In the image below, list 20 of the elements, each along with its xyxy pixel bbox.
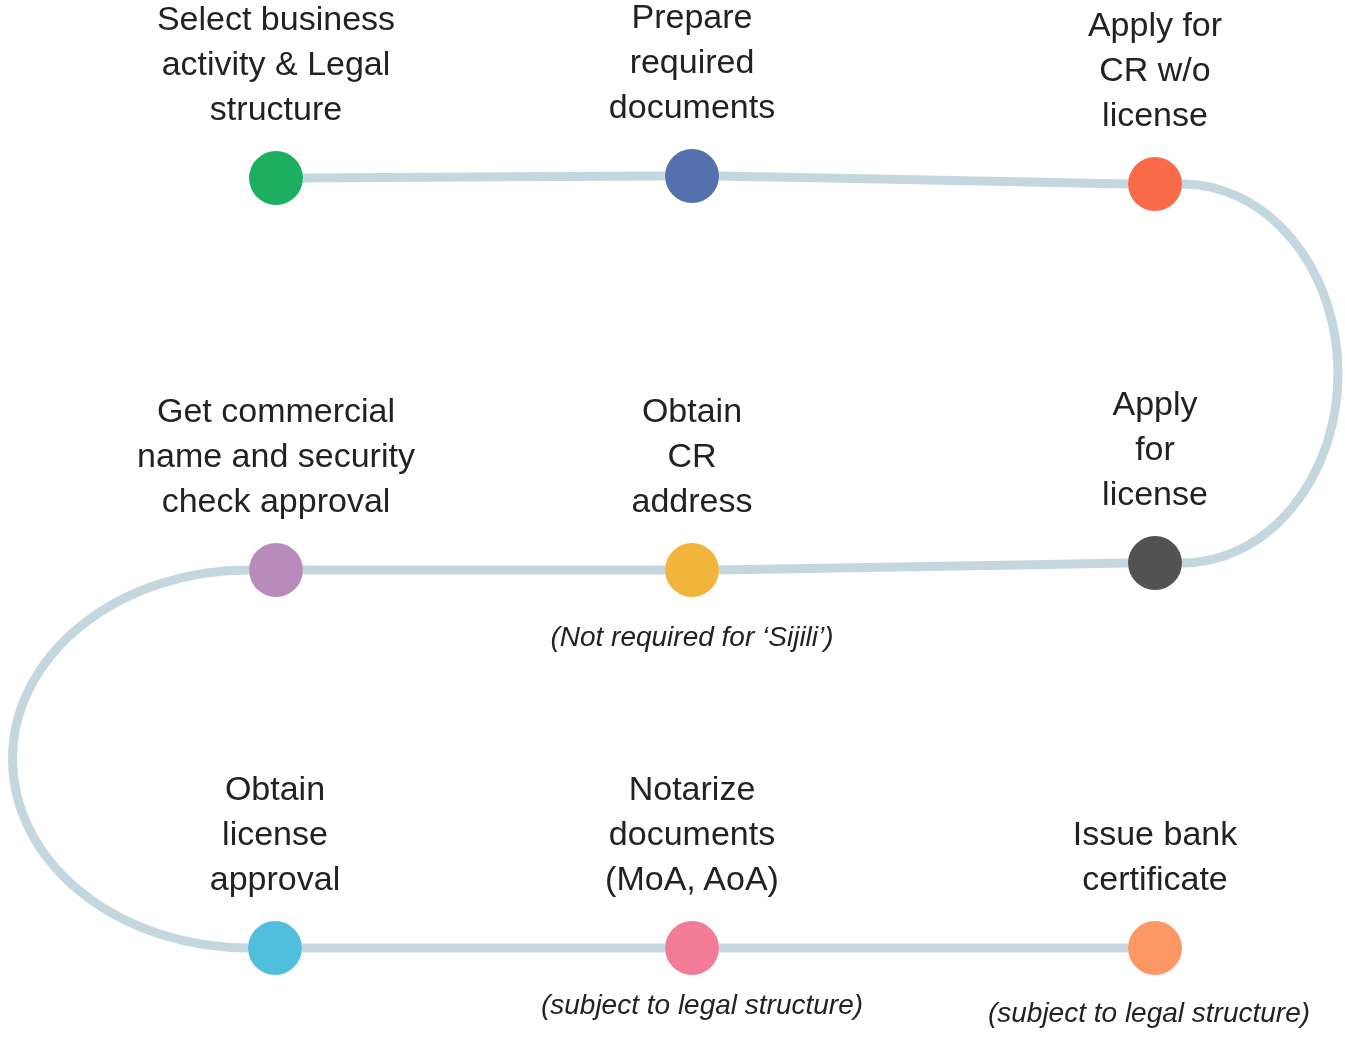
connector-line	[302, 943, 665, 953]
connector-line	[303, 565, 665, 575]
connector-line	[718, 171, 1129, 189]
step-title: Apply for CR w/o license	[1086, 4, 1224, 135]
step-title: Obtain CR address	[630, 390, 754, 521]
step-note: (Not required for ‘Sijili’)	[550, 621, 834, 653]
connector-line	[302, 171, 666, 183]
step-title: Prepare required documents	[607, 0, 777, 127]
step-title: Get commercial name and security check approval	[136, 390, 416, 521]
connector-line	[718, 558, 1129, 575]
step-title: Issue bank certificate	[1071, 813, 1239, 899]
connector-line	[8, 565, 250, 953]
step-title: Obtain license approval	[208, 768, 342, 899]
connector-line	[1181, 179, 1343, 568]
step-title: Notarize documents (MoA, AoA)	[604, 768, 780, 899]
step-note: (subject to legal structure)	[987, 997, 1311, 1029]
step-title: Select business activity & Legal structure	[155, 0, 397, 129]
connector-line	[719, 943, 1128, 953]
step-note: (subject to legal structure)	[540, 989, 864, 1021]
step-title: Apply for license	[1101, 383, 1209, 514]
